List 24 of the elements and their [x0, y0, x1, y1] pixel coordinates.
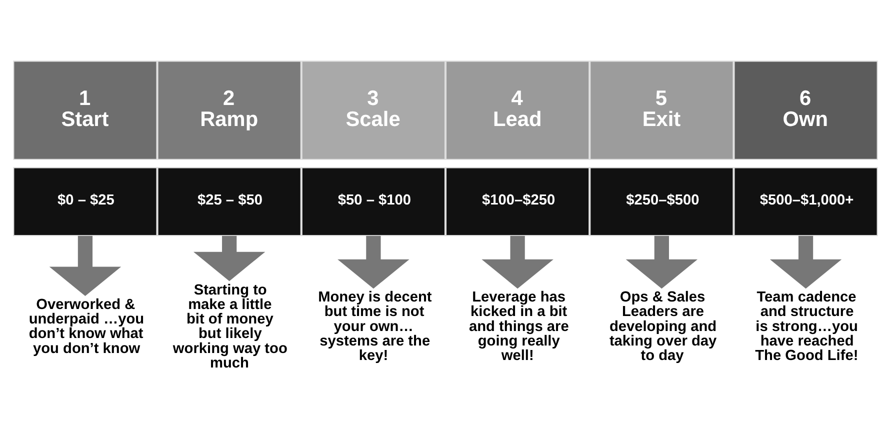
arrow — [481, 235, 553, 288]
node-box: 5 Exit — [589, 60, 734, 160]
arrow — [48, 235, 121, 296]
arrow — [192, 235, 265, 281]
node-box: $500–$1,000+ — [733, 166, 878, 236]
node-box: $25 – $50 — [156, 166, 301, 236]
node-text: Team cadence and structure is strong…you have reached The Good Life! — [754, 289, 858, 364]
node-text: Overworked & underpaid …you don’t know what you don’t know — [28, 296, 144, 356]
node-box: $250–$500 — [589, 166, 734, 236]
node-box: 2 Ramp — [156, 60, 301, 160]
arrow — [769, 235, 842, 288]
node-text: Leverage has kicked in a bit and things are going really well! — [468, 289, 568, 364]
node-text: Starting to make a little bit of money but likely working way too much — [172, 282, 287, 371]
node-box: 6 Own — [733, 60, 878, 160]
node-box: $50 – $100 — [300, 166, 445, 236]
arrow — [337, 235, 409, 288]
node-box: 4 Lead — [445, 60, 590, 160]
node-box: 1 Start — [12, 60, 157, 160]
arrow — [625, 235, 698, 288]
node-box: $0 – $25 — [12, 166, 157, 236]
node-text: Ops & Sales Leaders are developing and taking over day to day — [608, 289, 716, 364]
node-box: 3 Scale — [300, 60, 445, 160]
node-text: Money is decent but time is not your own… systems are the key! — [318, 289, 432, 364]
node-box: $100–$250 — [445, 166, 590, 236]
